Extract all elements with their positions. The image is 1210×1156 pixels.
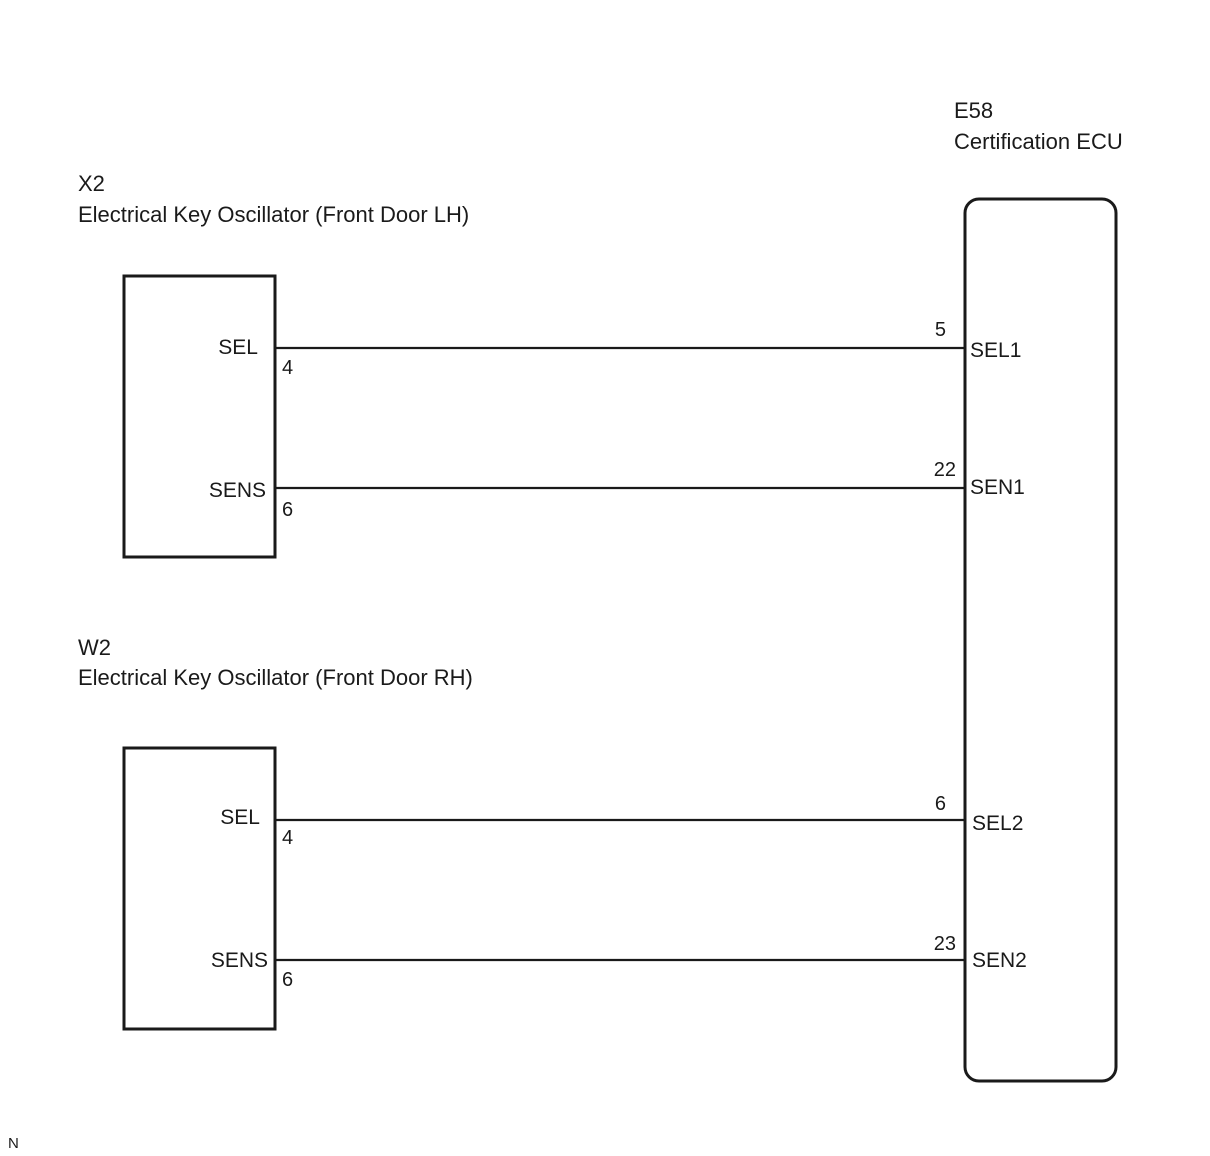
signal-sel: SEL [220,806,260,829]
signal-sens: SENS [209,479,266,502]
ecu-code: E58 [954,98,993,123]
ecu-pin-23: 23 [934,933,956,955]
ecu-pin-22: 22 [934,459,956,481]
pin-number: 6 [282,499,293,521]
footer-mark: N [8,1135,19,1152]
signal-sens: SENS [211,949,268,972]
component-w2: W2 Electrical Key Oscillator (Front Door… [78,635,473,1031]
ecu-block: E58 Certification ECU SEL1 SEN1 SEL2 SEN… [934,98,1123,1083]
ecu-signal-sel2: SEL2 [972,812,1023,835]
component-code: W2 [78,635,111,660]
component-box [122,274,277,559]
component-x2: X2 Electrical Key Oscillator (Front Door… [78,171,469,559]
component-name: Electrical Key Oscillator (Front Door LH… [78,202,469,227]
component-code: X2 [78,171,105,196]
component-box [122,746,277,1031]
signal-sel: SEL [218,336,258,359]
component-name: Electrical Key Oscillator (Front Door RH… [78,665,473,690]
pin-number: 6 [282,969,293,991]
pin-number: 4 [282,827,293,849]
ecu-signal-sel1: SEL1 [970,339,1021,362]
ecu-pin-5: 5 [935,319,946,341]
ecu-name: Certification ECU [954,129,1123,154]
ecu-box [963,197,1118,1083]
ecu-signal-sen1: SEN1 [970,476,1025,499]
pin-number: 4 [282,357,293,379]
ecu-pin-6: 6 [935,793,946,815]
ecu-signal-sen2: SEN2 [972,949,1027,972]
